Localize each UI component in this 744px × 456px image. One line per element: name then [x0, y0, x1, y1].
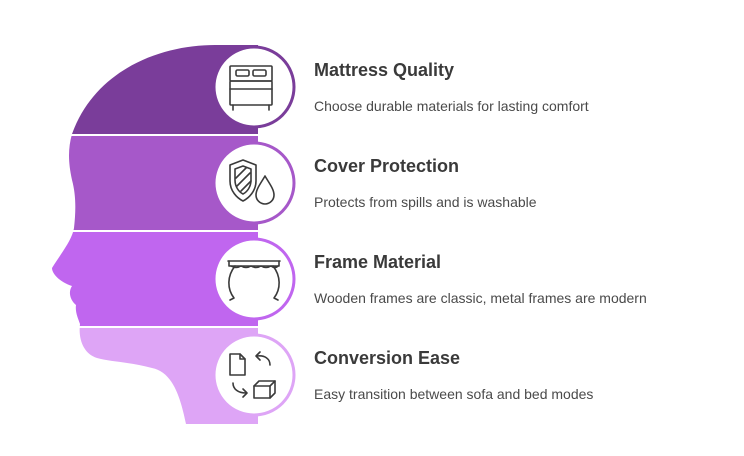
- transform-icon: [229, 351, 276, 399]
- item-desc-mattress-quality: Choose durable materials for lasting com…: [314, 98, 589, 114]
- item-title-conversion-ease: Conversion Ease: [314, 348, 461, 368]
- item-title-cover-protection: Cover Protection: [314, 156, 460, 176]
- shield-droplet-icon: [229, 159, 275, 205]
- bed-icon: [229, 65, 273, 111]
- table-frame-icon: [227, 260, 281, 301]
- icon-circle-4: [212, 333, 296, 417]
- icon-circle-1: [212, 45, 296, 129]
- item-title-frame-material: Frame Material: [314, 252, 442, 272]
- item-title-mattress-quality: Mattress Quality: [314, 60, 455, 80]
- icon-circle-2: [212, 141, 296, 225]
- item-desc-cover-protection: Protects from spills and is washable: [314, 194, 537, 210]
- icon-circle-3: [212, 237, 296, 321]
- item-desc-frame-material: Wooden frames are classic, metal frames …: [314, 290, 647, 306]
- item-desc-conversion-ease: Easy transition between sofa and bed mod…: [314, 386, 594, 402]
